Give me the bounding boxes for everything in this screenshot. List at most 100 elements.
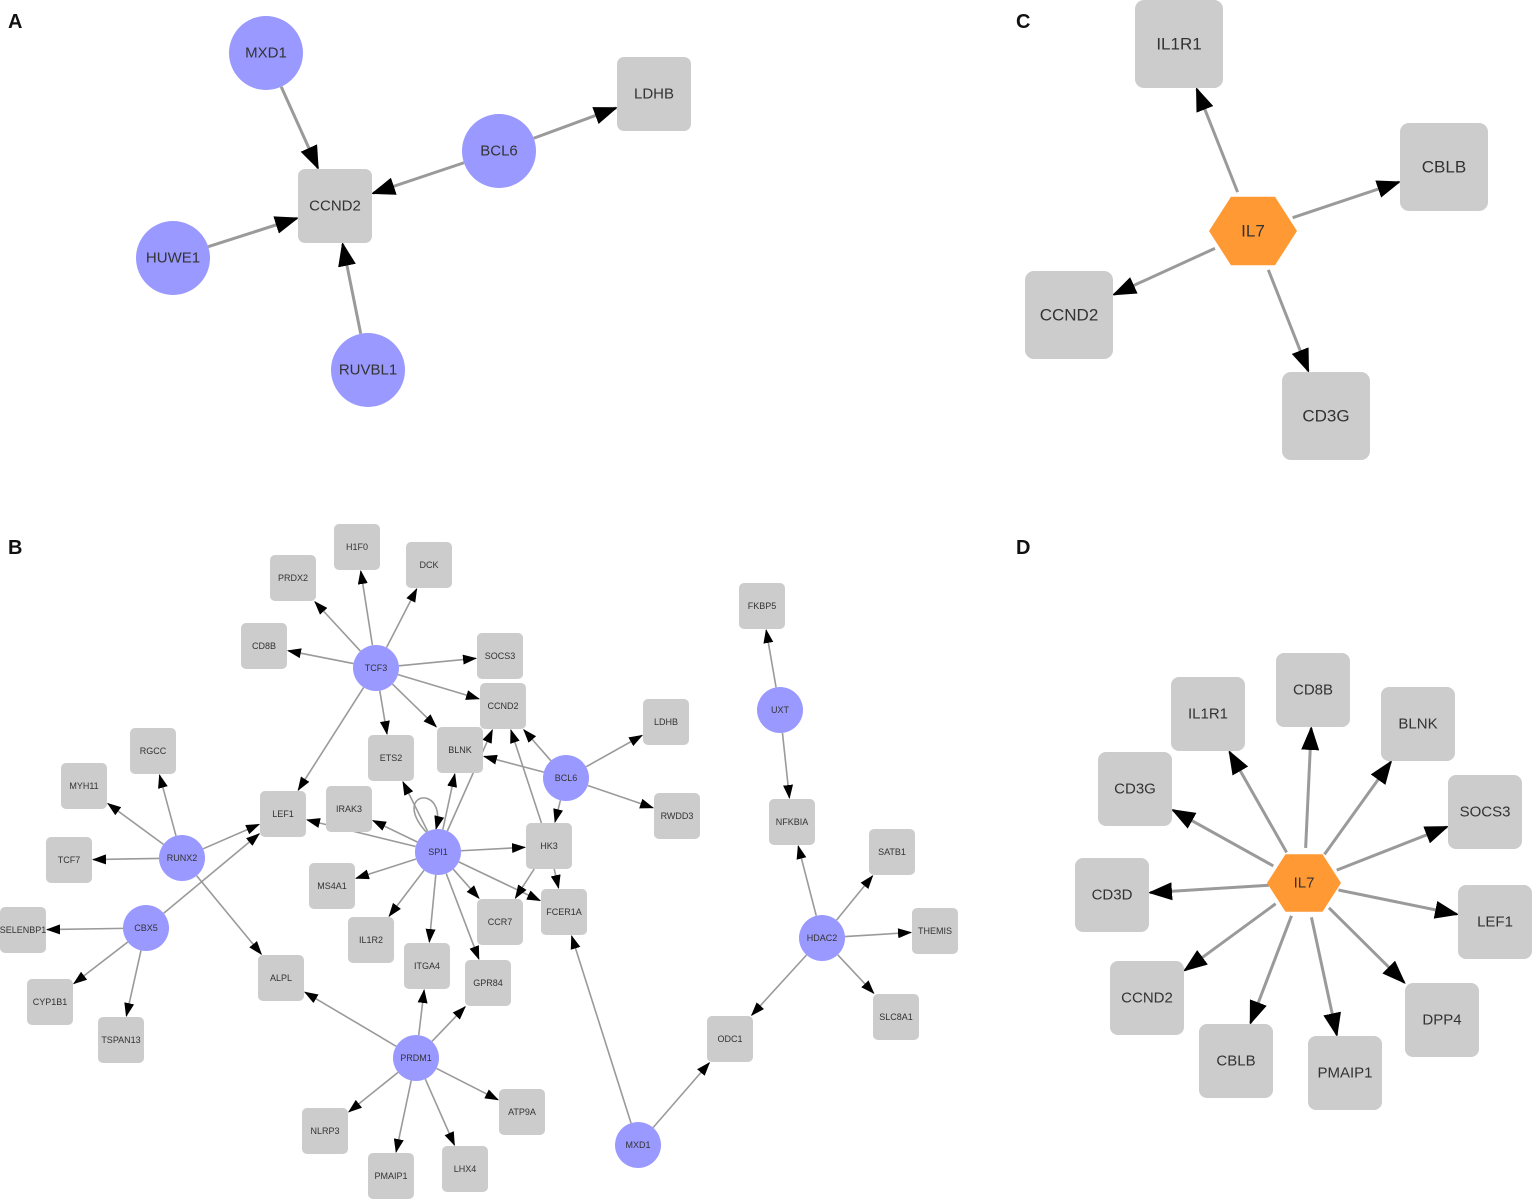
edge-il7-to-lef1	[1338, 888, 1459, 919]
gene-node-shape	[477, 899, 523, 945]
gene-node-shape	[1075, 858, 1149, 932]
node-label: CBLB	[1422, 158, 1466, 177]
gene-node-shape	[480, 683, 526, 729]
edge-cbx5-to-selenbp1	[45, 924, 124, 935]
node-itga4: ITGA4	[404, 943, 450, 989]
node-label: ODC1	[717, 1034, 742, 1044]
node-label: LHX4	[454, 1164, 477, 1174]
gene-node-shape	[302, 1108, 348, 1154]
node-cd8b: CD8B	[241, 623, 287, 669]
node-uxt: UXT	[757, 687, 803, 733]
node-prdm1: PRDM1	[393, 1035, 439, 1081]
node-label: BLNK	[448, 745, 472, 755]
gene-node-shape	[1199, 1024, 1273, 1098]
edge-il7-to-il1r1	[1195, 87, 1240, 193]
gene-node-shape	[1308, 1036, 1382, 1110]
gene-node-shape	[334, 524, 380, 570]
gene-node-shape	[912, 908, 958, 954]
gene-node-shape	[368, 1153, 414, 1199]
gene-node-shape	[442, 1146, 488, 1192]
edge-prdm1-to-nlrp3	[347, 1071, 399, 1113]
edge-bcl6-to-ccnd2	[523, 728, 552, 762]
node-label: RWDD3	[661, 811, 694, 821]
node-h1f0: H1F0	[334, 524, 380, 570]
node-label: CD3G	[1114, 781, 1156, 798]
gene-node-shape	[348, 917, 394, 963]
node-tcf7: TCF7	[46, 837, 92, 883]
edge-hdac2-to-satb1	[835, 875, 874, 921]
node-label: LDHB	[634, 86, 674, 103]
edge-spi1-to-spi1	[413, 797, 445, 835]
edge-prdm1-to-itga4	[417, 988, 428, 1036]
node-label: HDAC2	[807, 933, 838, 943]
node-lef1: LEF1	[260, 791, 306, 837]
gene-node-shape	[477, 633, 523, 679]
node-mxd1: MXD1	[615, 1122, 661, 1168]
node-label: DPP4	[1422, 1012, 1461, 1029]
edge-hk3-to-ccnd2	[510, 728, 543, 824]
edge-runx2-to-myh11	[107, 802, 164, 846]
gene-node-shape	[258, 955, 304, 1001]
tf-node-shape	[393, 1035, 439, 1081]
node-pmaip1: PMAIP1	[1308, 1036, 1382, 1110]
edge-hdac2-to-odc1	[750, 954, 808, 1017]
edge-ruvbl1-to-ccnd2	[338, 242, 363, 335]
tf-node-shape	[543, 755, 589, 801]
node-label: CCND2	[1040, 306, 1099, 325]
node-cyp1b1: CYP1B1	[27, 979, 73, 1025]
cytokine-hexagon-shape	[1209, 196, 1297, 266]
node-ldhb: LDHB	[617, 57, 691, 131]
node-label: MYH11	[69, 781, 98, 791]
node-label: DCK	[419, 560, 438, 570]
node-ccr7: CCR7	[477, 899, 523, 945]
gene-node-shape	[260, 791, 306, 837]
node-alpl: ALPL	[258, 955, 304, 1001]
node-label: GPR84	[473, 978, 503, 988]
edge-hk3-to-fcer1a	[550, 868, 561, 889]
tf-node-shape	[229, 16, 303, 90]
edge-prdm1-to-gpr84	[431, 1005, 466, 1042]
gene-node-shape	[298, 169, 372, 243]
node-blnk: BLNK	[437, 727, 483, 773]
node-runx2: RUNX2	[159, 835, 205, 881]
edge-spi1-to-itga4	[425, 874, 437, 944]
tf-node-shape	[123, 905, 169, 951]
node-label: CD3D	[1092, 887, 1133, 904]
edge-mxd1-to-odc1	[652, 1062, 711, 1129]
node-label: SATB1	[878, 847, 906, 857]
node-label: CCND2	[309, 198, 361, 215]
node-label: LEF1	[1477, 914, 1513, 931]
edge-tcf3-to-dck	[385, 587, 418, 648]
node-label: IL1R1	[1188, 706, 1228, 723]
node-label: MXD1	[625, 1140, 650, 1150]
edge-il7-to-pmaip1	[1309, 917, 1341, 1037]
edge-runx2-to-lef1	[202, 823, 261, 850]
node-hdac2: HDAC2	[799, 915, 845, 961]
node-label: FCER1A	[546, 907, 582, 917]
node-il1r2: IL1R2	[348, 917, 394, 963]
edge-prdm1-to-lhx4	[424, 1078, 456, 1147]
edge-il7-to-cd3d	[1148, 882, 1270, 901]
edge-il7-to-cd3g	[1266, 269, 1310, 373]
gene-node-shape	[27, 979, 73, 1025]
gene-node-shape	[465, 960, 511, 1006]
node-label: HK3	[540, 841, 558, 851]
node-myh11: MYH11	[61, 763, 107, 809]
gene-node-shape	[769, 799, 815, 845]
node-selenbp1: SELENBP1	[0, 907, 46, 953]
edge-bcl6-to-ccnd2	[371, 161, 465, 195]
node-label: LDHB	[654, 717, 678, 727]
node-cblb: CBLB	[1199, 1024, 1273, 1098]
tf-node-shape	[415, 829, 461, 875]
cytokine-hexagon-shape	[1267, 854, 1341, 912]
edge-bcl6-to-ldhb	[585, 734, 644, 768]
node-label: IL7	[1294, 875, 1315, 892]
edge-spi1-to-hk3	[460, 843, 527, 853]
gene-node-shape	[406, 542, 452, 588]
edge-bcl6-to-ldhb	[533, 106, 618, 140]
node-label: SELENBP1	[0, 925, 46, 935]
